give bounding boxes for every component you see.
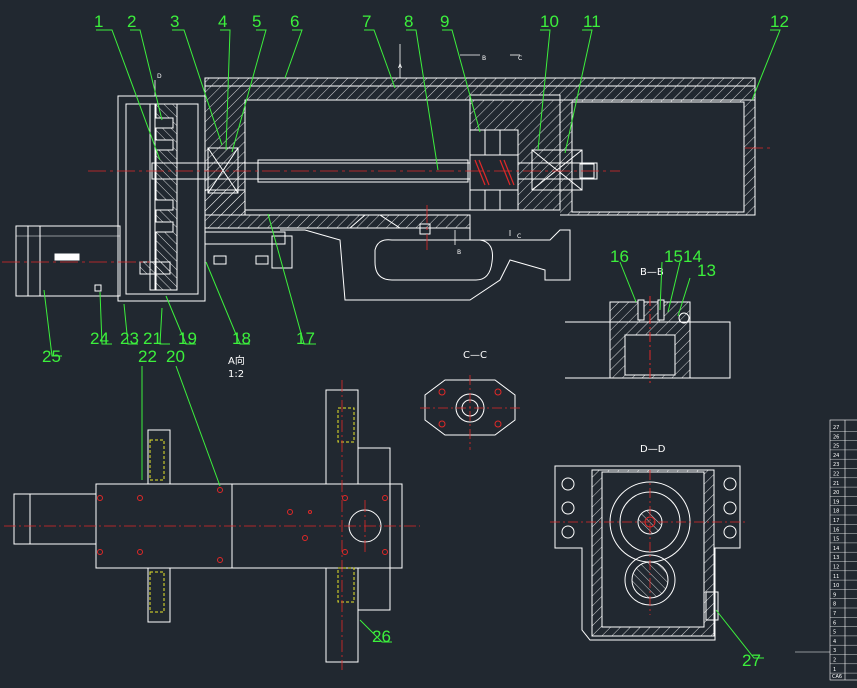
part-label-12: 12 [770, 12, 789, 31]
part-label-10: 10 [540, 12, 559, 31]
title-row-number: 19 [833, 499, 839, 505]
section-cc-view [420, 375, 520, 450]
title-row-number: 14 [833, 546, 839, 552]
left-gearbox [117, 95, 206, 302]
section-dd-title: D—D [640, 444, 666, 455]
title-row-number: 10 [833, 583, 839, 589]
section-bb-title: B—B [640, 267, 664, 278]
section-bb-view [565, 296, 731, 385]
part-label-13: 13 [697, 261, 716, 280]
part-label-15: 15 [664, 247, 683, 266]
main-centerlines [2, 147, 770, 263]
title-row-number: 6 [833, 620, 836, 626]
bottom-bracket [204, 231, 286, 245]
part-label-6: 6 [290, 12, 299, 31]
title-row-number: 11 [833, 574, 839, 580]
title-row-number: 13 [833, 555, 839, 561]
part-label-2: 2 [127, 12, 136, 31]
title-row-number: 25 [833, 444, 839, 450]
clamp-block [271, 235, 293, 269]
title-row-number: 18 [833, 509, 839, 515]
title-row-number: 2 [833, 658, 836, 664]
top-cover-plate [204, 77, 756, 87]
part-label-5: 5 [252, 12, 261, 31]
part-label-19: 19 [178, 329, 197, 348]
title-row-number: 8 [833, 602, 836, 608]
section-mark-a: A [398, 63, 403, 70]
title-row-number: 23 [833, 462, 839, 468]
part-label-26: 26 [372, 627, 391, 646]
title-row-number: 16 [833, 527, 839, 533]
view-a-scale: 1:2 [228, 369, 244, 380]
part-label-18: 18 [232, 329, 251, 348]
section-dd-view [550, 465, 745, 641]
title-row-number: 21 [833, 481, 839, 487]
part-label-4: 4 [218, 12, 227, 31]
drive-motor [15, 225, 121, 297]
title-block-rows: 2726252423222120191817161514131211109876… [830, 425, 857, 680]
title-row-number: 12 [833, 565, 839, 571]
title-row-number: 5 [833, 630, 836, 636]
part-label-11: 11 [583, 12, 601, 31]
title-row-number: 20 [833, 490, 839, 496]
part-label-20: 20 [166, 347, 185, 366]
right-chamber-cavity [571, 101, 745, 213]
part-label-22: 22 [138, 347, 157, 366]
section-mark-c-top: C [518, 55, 522, 62]
part-label-21: 21 [143, 329, 162, 348]
part-label-9: 9 [440, 12, 449, 31]
leader-lines [43, 29, 781, 659]
title-row-number: 3 [833, 648, 836, 654]
part-label-23: 23 [120, 329, 139, 348]
part-label-3: 3 [170, 12, 179, 31]
part-label-17: 17 [296, 329, 315, 348]
base-slot [374, 239, 493, 281]
motor-nameplate [54, 253, 80, 261]
right-bearing [531, 149, 583, 191]
part-label-8: 8 [404, 12, 413, 31]
section-mark-c-bottom: C [517, 233, 521, 240]
main-section-view [2, 44, 770, 302]
section-mark-b-top: B [482, 55, 486, 62]
section-mark-b-bottom: B [457, 249, 461, 256]
title-block-footer: CA6 [832, 674, 842, 680]
title-block [795, 419, 857, 681]
section-mark-d: D [157, 73, 162, 80]
main-cavity [244, 99, 471, 211]
part-label-group: 1 2 3 4 5 6 7 8 9 10 11 12 13 14 15 16 1… [42, 12, 789, 670]
part-label-24: 24 [90, 329, 109, 348]
spring-coupling [474, 159, 515, 186]
title-row-number: 15 [833, 537, 839, 543]
title-row-number: 26 [833, 434, 839, 440]
view-a-plan [4, 380, 420, 670]
title-row-number: 4 [833, 639, 836, 645]
title-row-number: 17 [833, 518, 839, 524]
part-label-25: 25 [42, 347, 61, 366]
title-row-number: 1 [833, 667, 836, 673]
view-a-title: A向 [228, 354, 245, 367]
title-row-number: 27 [833, 425, 839, 431]
title-row-number: 24 [833, 453, 839, 459]
part-label-27: 27 [742, 651, 761, 670]
title-row-number: 9 [833, 592, 836, 598]
left-bearing [207, 147, 239, 194]
title-row-number: 7 [833, 611, 836, 617]
part-label-14: 14 [683, 247, 702, 266]
section-cc-title: C—C [463, 350, 487, 361]
part-label-1: 1 [94, 12, 103, 31]
base-casting [278, 214, 571, 301]
part-label-7: 7 [362, 12, 371, 31]
title-row-number: 22 [833, 472, 839, 478]
part-label-16: 16 [610, 247, 629, 266]
